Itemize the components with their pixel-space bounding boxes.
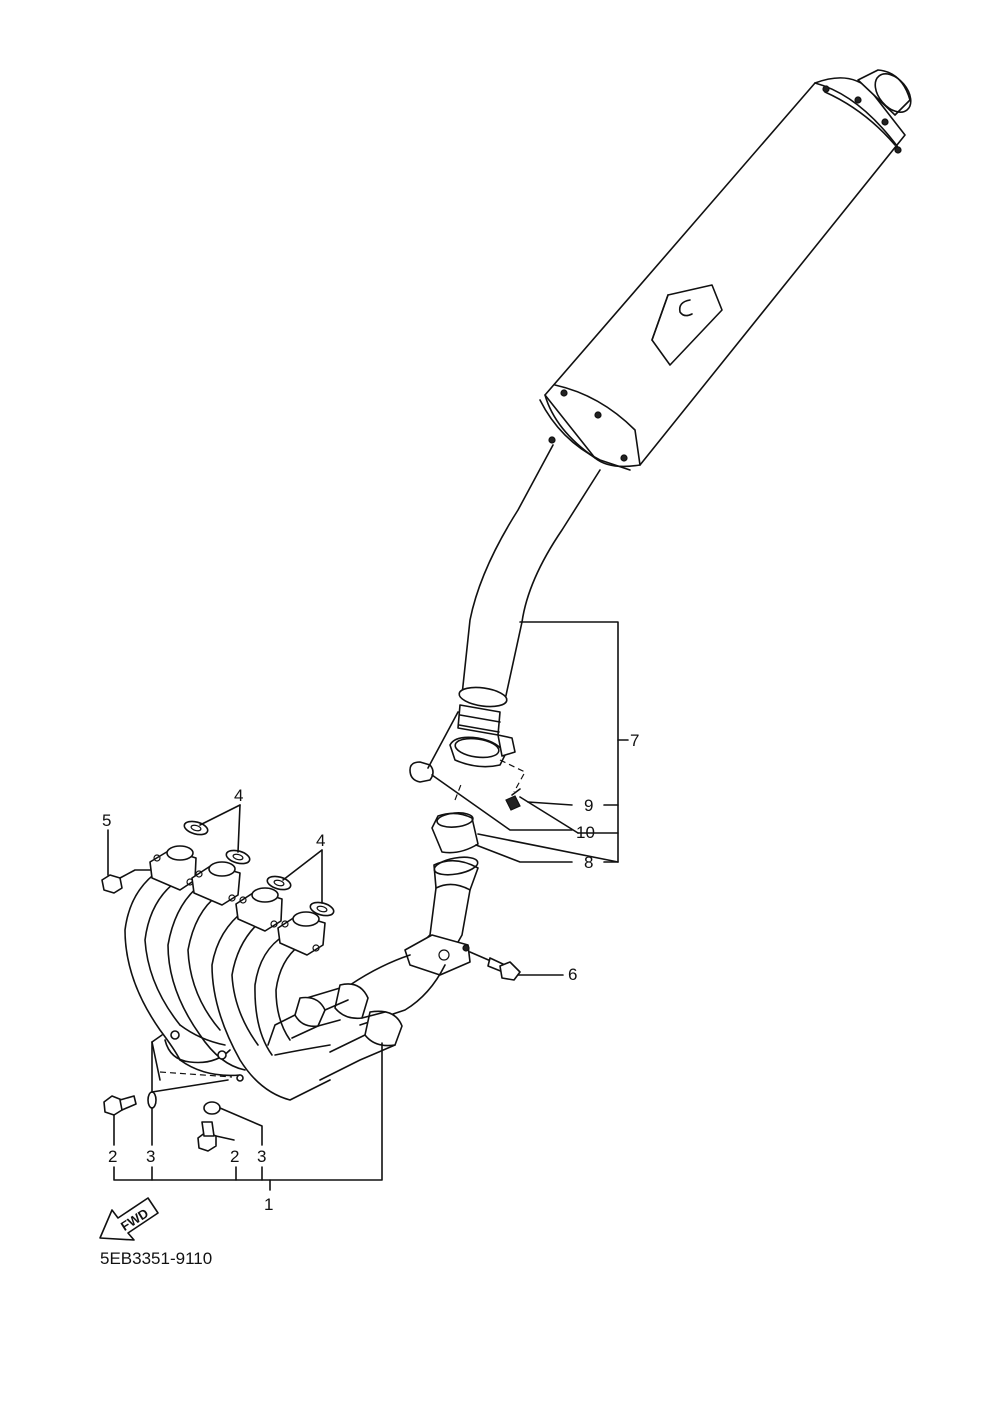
gasket-8	[431, 781, 479, 854]
washer-3-right	[203, 1101, 263, 1146]
leader-lines	[107, 621, 629, 1191]
bolt-2-left	[103, 1095, 137, 1146]
exhaust-header	[124, 845, 479, 1101]
callout-4-left: 4	[234, 786, 243, 805]
muffler	[539, 69, 912, 471]
nut-5	[101, 869, 151, 894]
exhaust-clamp	[449, 734, 526, 793]
bolt-6	[469, 951, 521, 981]
diagram-code: 5EB3351-9110	[100, 1249, 212, 1268]
bolt-2-right	[197, 1121, 235, 1152]
callout-4-right: 4	[316, 831, 325, 850]
callout-5: 5	[102, 811, 111, 830]
bolt-9	[505, 788, 521, 811]
callout-2-right: 2	[230, 1147, 239, 1166]
callout-7: 7	[630, 731, 639, 750]
callout-2-left: 2	[108, 1147, 117, 1166]
callout-10: 10	[576, 823, 595, 842]
nut-10	[409, 711, 459, 783]
link-pipe	[457, 444, 601, 736]
callout-3-right: 3	[257, 1147, 266, 1166]
washer-3-left	[147, 1079, 229, 1146]
callout-9: 9	[584, 796, 593, 815]
fwd-arrow: FWD	[99, 1197, 159, 1241]
callout-1: 1	[264, 1195, 273, 1214]
callout-3-left: 3	[146, 1147, 155, 1166]
callout-8: 8	[584, 853, 593, 872]
callout-6: 6	[568, 965, 577, 984]
